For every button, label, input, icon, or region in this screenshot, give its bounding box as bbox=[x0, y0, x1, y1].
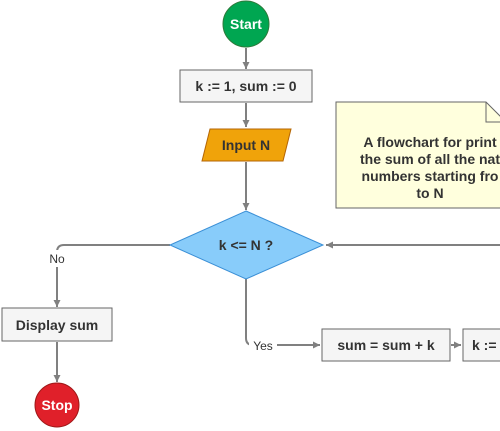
decision-node: k <= N ? bbox=[168, 210, 325, 280]
stop-node: Stop bbox=[34, 382, 80, 428]
display-sum-label: Display sum bbox=[16, 317, 98, 333]
start-label: Start bbox=[230, 16, 262, 32]
edge-decision-yes-sum bbox=[245, 279, 320, 349]
edge-label-yes-text: Yes bbox=[253, 339, 273, 353]
sum-process-node: sum = sum + k bbox=[321, 328, 451, 362]
stop-label: Stop bbox=[41, 397, 72, 413]
sum-label: sum = sum + k bbox=[337, 337, 434, 353]
note-node: A flowchart for print the sum of all the… bbox=[335, 101, 500, 209]
note-line-1: A flowchart for print bbox=[363, 134, 497, 150]
increment-process-node: k := bbox=[462, 328, 500, 362]
edge-label-no-text: No bbox=[49, 252, 65, 266]
display-sum-node: Display sum bbox=[1, 307, 113, 342]
edge-decision-no-display bbox=[53, 244, 170, 307]
note-line-4: to N bbox=[416, 185, 443, 201]
init-label: k := 1, sum := 0 bbox=[195, 78, 296, 94]
edge-label-yes: Yes bbox=[249, 337, 277, 354]
decision-label: k <= N ? bbox=[219, 237, 273, 253]
note-line-2: the sum of all the nat bbox=[360, 151, 500, 167]
input-io-node: Input N bbox=[201, 128, 292, 162]
input-label: Input N bbox=[222, 137, 270, 153]
note-line-3: numbers starting fro bbox=[362, 168, 499, 184]
edge-label-no: No bbox=[44, 250, 70, 267]
start-node: Start bbox=[222, 0, 270, 48]
increment-label: k := bbox=[472, 337, 497, 353]
init-process-node: k := 1, sum := 0 bbox=[179, 69, 313, 103]
